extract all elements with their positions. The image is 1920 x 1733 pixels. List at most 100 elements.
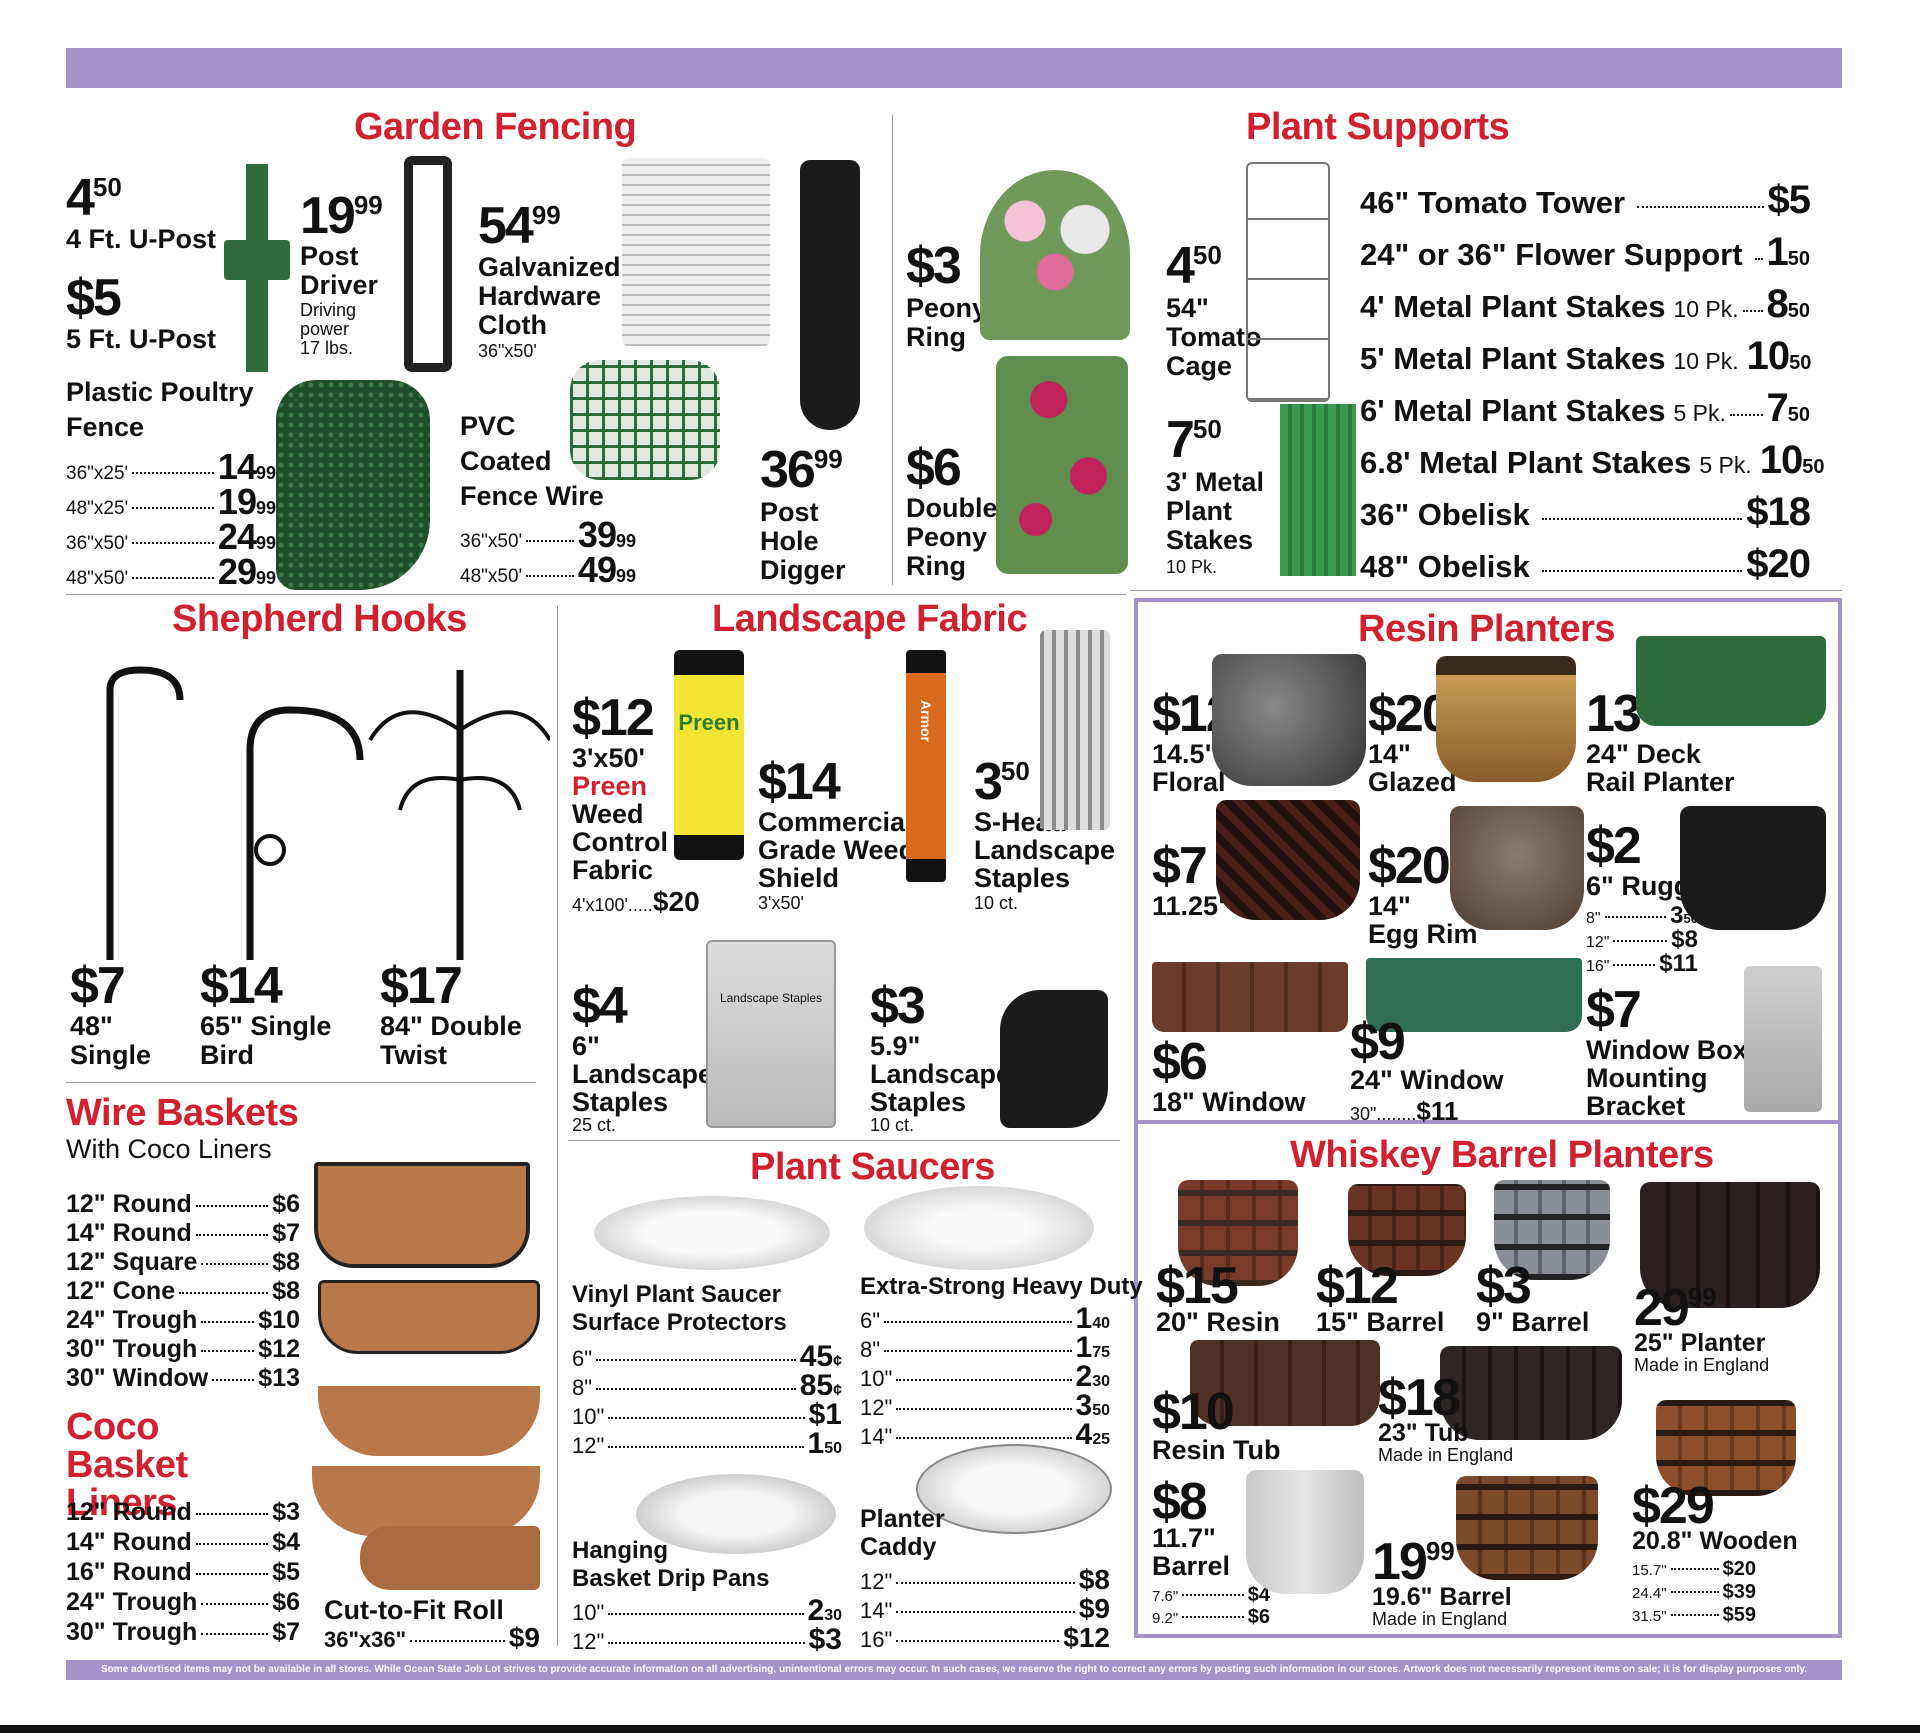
price: 5499 <box>478 197 561 255</box>
section-title-plant-saucers: Plant Saucers <box>750 1146 995 1188</box>
product-label: Cloth <box>478 310 547 340</box>
price-row: 24.4"$39 <box>1632 1581 1756 1603</box>
divider <box>1134 1120 1842 1124</box>
metal-stakes-image <box>1280 404 1356 576</box>
product-label: 9" Barrel <box>1476 1307 1590 1337</box>
price: $3 <box>906 237 962 295</box>
basketweave-planter-image <box>1216 800 1360 920</box>
pvc-fence-image <box>570 360 720 480</box>
price-row: 48" Obelisk$20 <box>1360 542 1811 586</box>
price-row: 16" Round$5 <box>66 1558 300 1586</box>
product-label: Landscape <box>572 1059 714 1089</box>
product-label: Preen <box>572 771 648 801</box>
planter-25-image <box>1640 1182 1820 1308</box>
divider <box>66 594 1126 595</box>
product-spec: Made in England <box>1378 1445 1514 1465</box>
product-label: 14.5" <box>1152 739 1218 769</box>
product-label: 20.8" Wooden <box>1632 1527 1798 1555</box>
price-row: 12" Round$6 <box>66 1190 300 1218</box>
divider <box>892 115 893 585</box>
product-label: Peony <box>906 522 988 552</box>
product-label: Staples <box>870 1087 967 1117</box>
price: $14 <box>200 957 283 1015</box>
price: $14 <box>758 753 841 811</box>
price-row: 36"x36"$9 <box>324 1622 540 1653</box>
price: $29 <box>1632 1477 1715 1535</box>
product-label: 6" <box>572 1031 600 1061</box>
top-banner-bar <box>66 48 1842 88</box>
product-label: Cut-to-Fit Roll <box>324 1595 504 1625</box>
product-label: Bird <box>200 1040 254 1070</box>
u-post-image <box>224 240 290 280</box>
price-row: 36" Obelisk$18 <box>1360 490 1811 534</box>
product-label: 5 Ft. U-Post <box>66 324 217 354</box>
plant-supports-price-list: 46" Tomato Tower$5 24" or 36" Flower Sup… <box>1360 178 1824 594</box>
price: $5 <box>66 269 122 327</box>
product-label: Planter <box>860 1505 945 1533</box>
product-label: 25" Planter <box>1634 1329 1766 1357</box>
price: $7 <box>70 957 126 1015</box>
price-row: 12"$8 <box>1586 926 1698 953</box>
double-peony-ring-image <box>996 356 1128 574</box>
product-label: 24" Window <box>1350 1065 1504 1095</box>
caddy-price-list: 12"$8 14"$9 16"$12 <box>860 1564 1110 1653</box>
product-label: Plant <box>1166 496 1233 526</box>
button-staples-image <box>1000 990 1108 1128</box>
product-label: Extra-Strong Heavy Duty <box>860 1273 1143 1300</box>
product-spec: 4'x100'.....$20 <box>572 886 700 917</box>
trough-basket-image <box>318 1280 540 1354</box>
product-label: Caddy <box>860 1533 937 1561</box>
product-label: Ring <box>906 551 966 581</box>
product-label: Twist <box>380 1040 447 1070</box>
price-row: 12" Cone$8 <box>66 1277 300 1305</box>
product-label: Fence <box>66 412 145 442</box>
price-row: 46" Tomato Tower$5 <box>1360 178 1811 222</box>
price-row: 16"$11 <box>1586 950 1698 977</box>
square-wire-basket-image <box>314 1162 530 1268</box>
section-subtitle: With Coco Liners <box>66 1134 272 1164</box>
s-head-staples-image <box>1040 630 1110 830</box>
product-label: Vinyl Plant Saucer <box>572 1281 781 1308</box>
egg-rim-planter-image <box>1450 806 1584 930</box>
price-row: 24" Trough$6 <box>66 1588 300 1616</box>
heavy-duty-saucer-image <box>864 1186 1094 1270</box>
price: $2 <box>1586 817 1642 875</box>
product-spec: power <box>300 319 350 339</box>
product-label: Double <box>906 493 998 523</box>
landscape-staples-image: Landscape Staples <box>706 940 836 1128</box>
divider <box>66 1082 536 1083</box>
product-label: 15" Barrel <box>1316 1307 1445 1337</box>
price-row: 12" Square$8 <box>66 1248 300 1276</box>
price: 1999 <box>300 187 383 245</box>
product-label: 54" <box>1166 293 1209 323</box>
product-label: Cage <box>1166 351 1233 381</box>
section-title-resin-planters: Resin Planters <box>1358 608 1616 650</box>
product-label: Grade Weed <box>758 835 916 865</box>
hardware-cloth-image <box>622 158 770 346</box>
product-label: Rail Planter <box>1586 767 1735 797</box>
price: 450 <box>66 169 122 227</box>
product-label: 18" Window <box>1152 1087 1306 1117</box>
floral-planter-image <box>1212 654 1366 786</box>
product-label: Peony <box>906 293 988 323</box>
price-row: 9.2"$6 <box>1152 1606 1270 1628</box>
product-label: Hole <box>760 526 819 556</box>
product-label: Staples <box>572 1087 669 1117</box>
product-label: Basket Drip Pans <box>572 1565 770 1592</box>
product-label: Weed <box>572 799 644 829</box>
price: $17 <box>380 957 463 1015</box>
product-label: Hardware <box>478 281 602 311</box>
tomato-cage-image <box>1246 162 1330 402</box>
price-row: 6"45¢ <box>572 1340 842 1373</box>
product-label: Glazed <box>1368 767 1457 797</box>
